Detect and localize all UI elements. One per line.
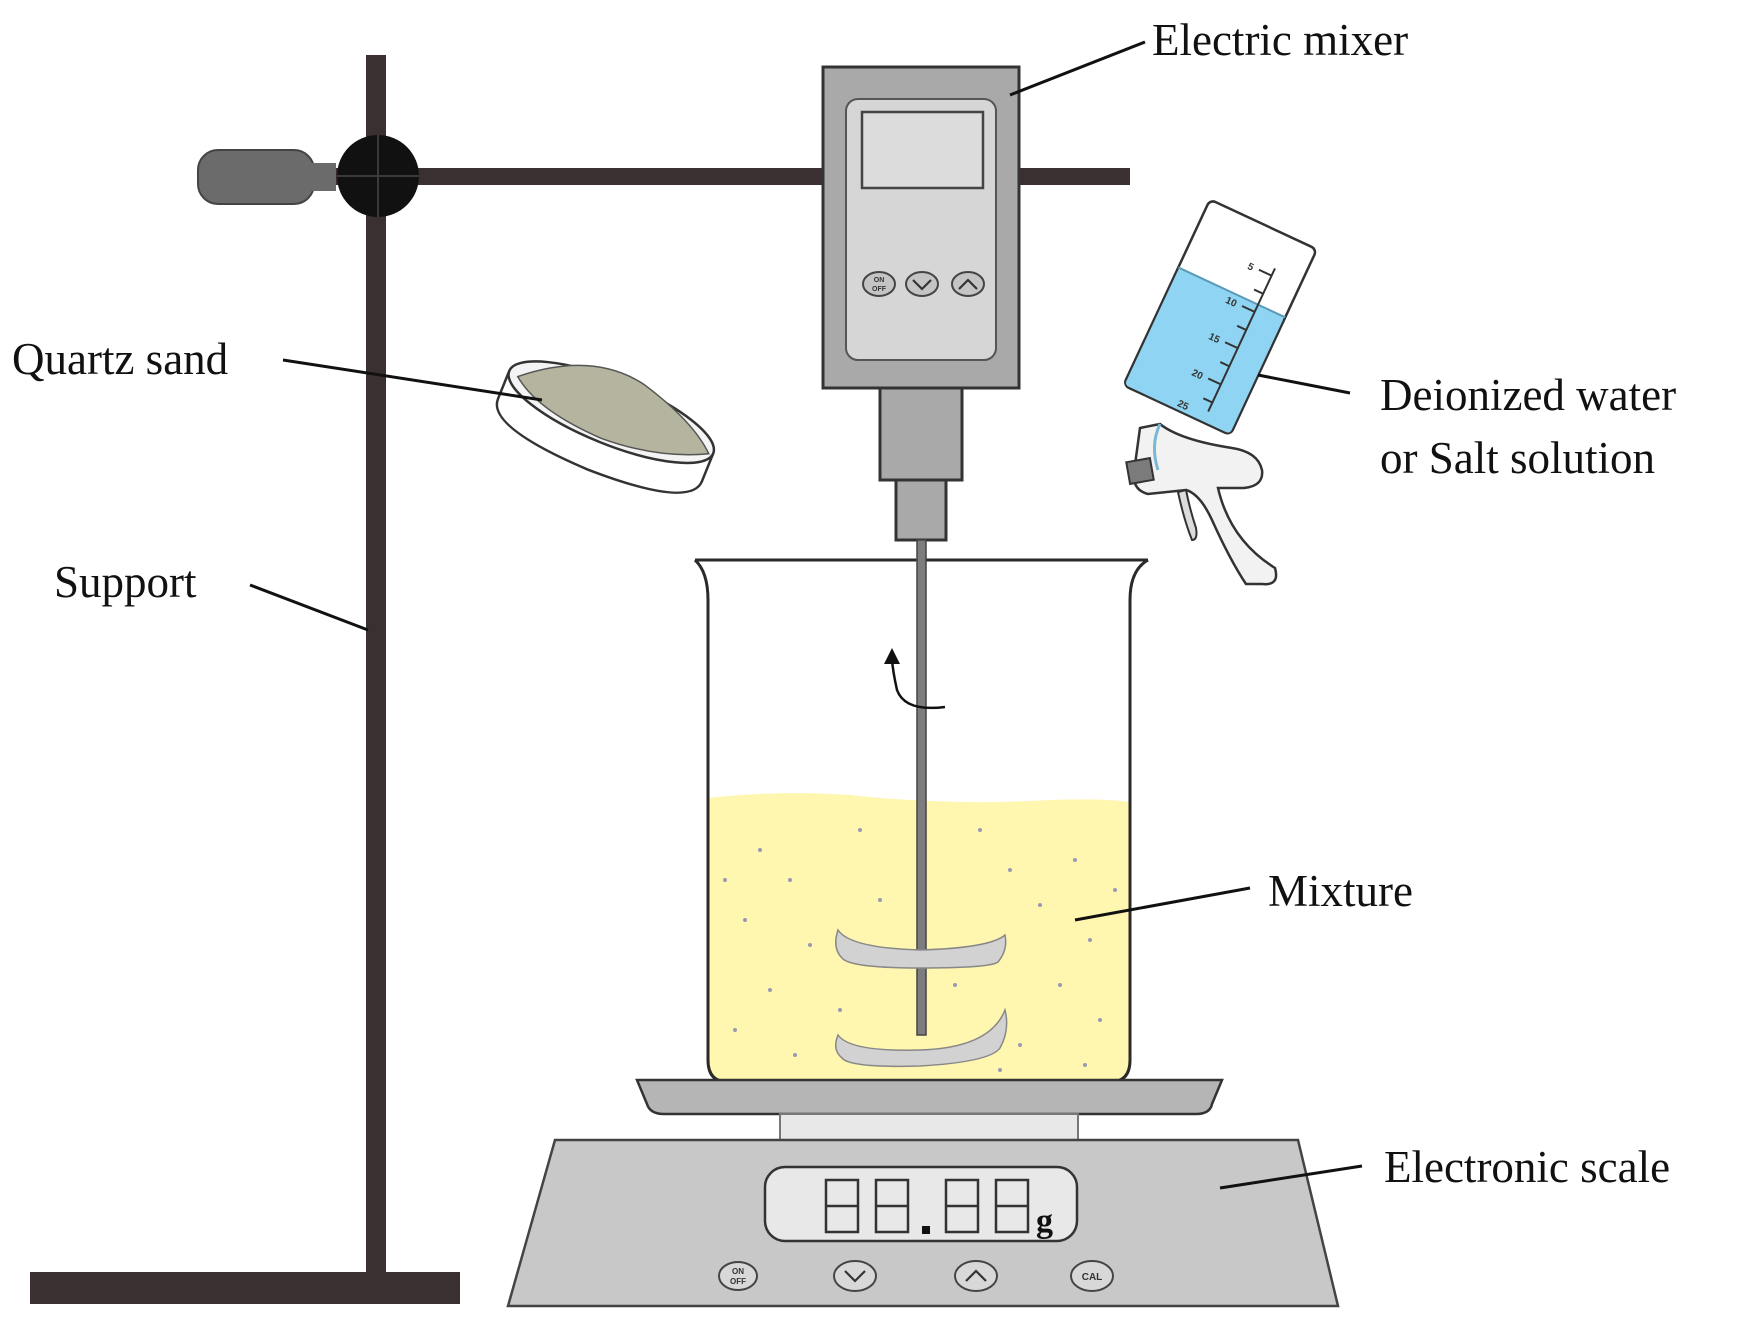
label-mixture: Mixture xyxy=(1268,866,1413,916)
beaker xyxy=(693,539,1149,1084)
scale-down-button[interactable] xyxy=(833,1260,877,1292)
sand-pile xyxy=(516,364,710,456)
leader-lines xyxy=(249,40,1363,1190)
quartz-sand-dish xyxy=(495,360,716,494)
bottle-liquid xyxy=(1126,269,1284,433)
label-deionized-water: Deionized water xyxy=(1380,370,1676,420)
label-electric-mixer: Electric mixer xyxy=(1152,15,1408,65)
labels: Electric mixer Quartz sand Support Deion… xyxy=(12,15,1676,1192)
scale-pan xyxy=(635,1078,1224,1116)
spray-bottle: 5 10 15 20 25 xyxy=(1124,200,1317,586)
scale-on-label: ON xyxy=(732,1267,744,1276)
leader-electronic-scale xyxy=(1219,1164,1363,1190)
bottle-tick-label: 20 xyxy=(1190,368,1205,383)
mixer-chuck xyxy=(894,478,948,542)
mixer-up-button[interactable] xyxy=(951,271,985,297)
mixer-neck xyxy=(878,386,964,482)
stirrer-shaft xyxy=(916,539,927,1036)
label-quartz-sand: Quartz sand xyxy=(12,334,228,384)
leader-electric-mixer xyxy=(1009,40,1146,97)
rotation-arrow-icon xyxy=(890,659,946,710)
mixer-on-label: ON xyxy=(874,277,885,284)
scale-display xyxy=(763,1165,1079,1243)
scale-up-button[interactable] xyxy=(954,1260,998,1292)
scale-pan-support xyxy=(779,1113,1079,1141)
clamp-handle-neck xyxy=(300,163,336,191)
stirrer xyxy=(835,539,1008,1068)
chevron-up-icon xyxy=(958,278,978,290)
chevron-down-icon xyxy=(844,1270,866,1283)
label-salt-solution: or Salt solution xyxy=(1380,433,1655,483)
chevron-down-icon xyxy=(912,279,932,291)
stirrer-blade-lower xyxy=(835,1007,1008,1068)
rotation-arrowhead-icon xyxy=(884,648,900,664)
stirrer-blade-upper xyxy=(835,928,1007,969)
mixer-down-button[interactable] xyxy=(905,271,939,297)
spray-tube xyxy=(1153,423,1162,471)
electric-mixer: ON OFF xyxy=(821,65,1021,542)
label-support: Support xyxy=(54,557,197,607)
scale-on-off-button[interactable]: ON OFF xyxy=(718,1261,758,1291)
scale-cal-label: CAL xyxy=(1082,1272,1103,1283)
bottle-tick-label: 5 xyxy=(1245,261,1255,274)
scale-cal-button[interactable]: CAL xyxy=(1070,1260,1114,1292)
spray-trigger xyxy=(1176,488,1198,542)
electronic-scale: g ON OFF CAL xyxy=(506,1078,1340,1308)
stand-rod xyxy=(366,55,386,1275)
label-electronic-scale: Electronic scale xyxy=(1384,1142,1670,1192)
spray-nozzle xyxy=(1125,456,1155,486)
leader-deionized xyxy=(1257,373,1351,395)
mixer-on-off-button[interactable]: ON OFF xyxy=(862,271,896,297)
leader-mixture xyxy=(1074,886,1251,922)
spray-gun-body xyxy=(1132,422,1278,586)
leader-quartz-sand xyxy=(282,358,543,402)
scale-digits xyxy=(824,1178,1030,1234)
bottle-scale-marks xyxy=(1202,267,1276,413)
mixer-off-label: OFF xyxy=(872,286,887,293)
scale-decimal-point xyxy=(922,1226,930,1234)
bottle-tick-label: 25 xyxy=(1175,398,1190,413)
mixer-display xyxy=(860,110,985,190)
scale-off-label: OFF xyxy=(730,1277,746,1286)
stand-base xyxy=(30,1272,460,1304)
clamp-handle xyxy=(197,149,315,205)
leader-support xyxy=(249,583,369,632)
bottle-tick-label: 10 xyxy=(1224,295,1239,310)
bottle-tick-label: 15 xyxy=(1207,331,1222,346)
chevron-up-icon xyxy=(965,1269,987,1282)
sand-particles xyxy=(723,828,1117,1072)
scale-unit-label: g xyxy=(1036,1203,1053,1240)
